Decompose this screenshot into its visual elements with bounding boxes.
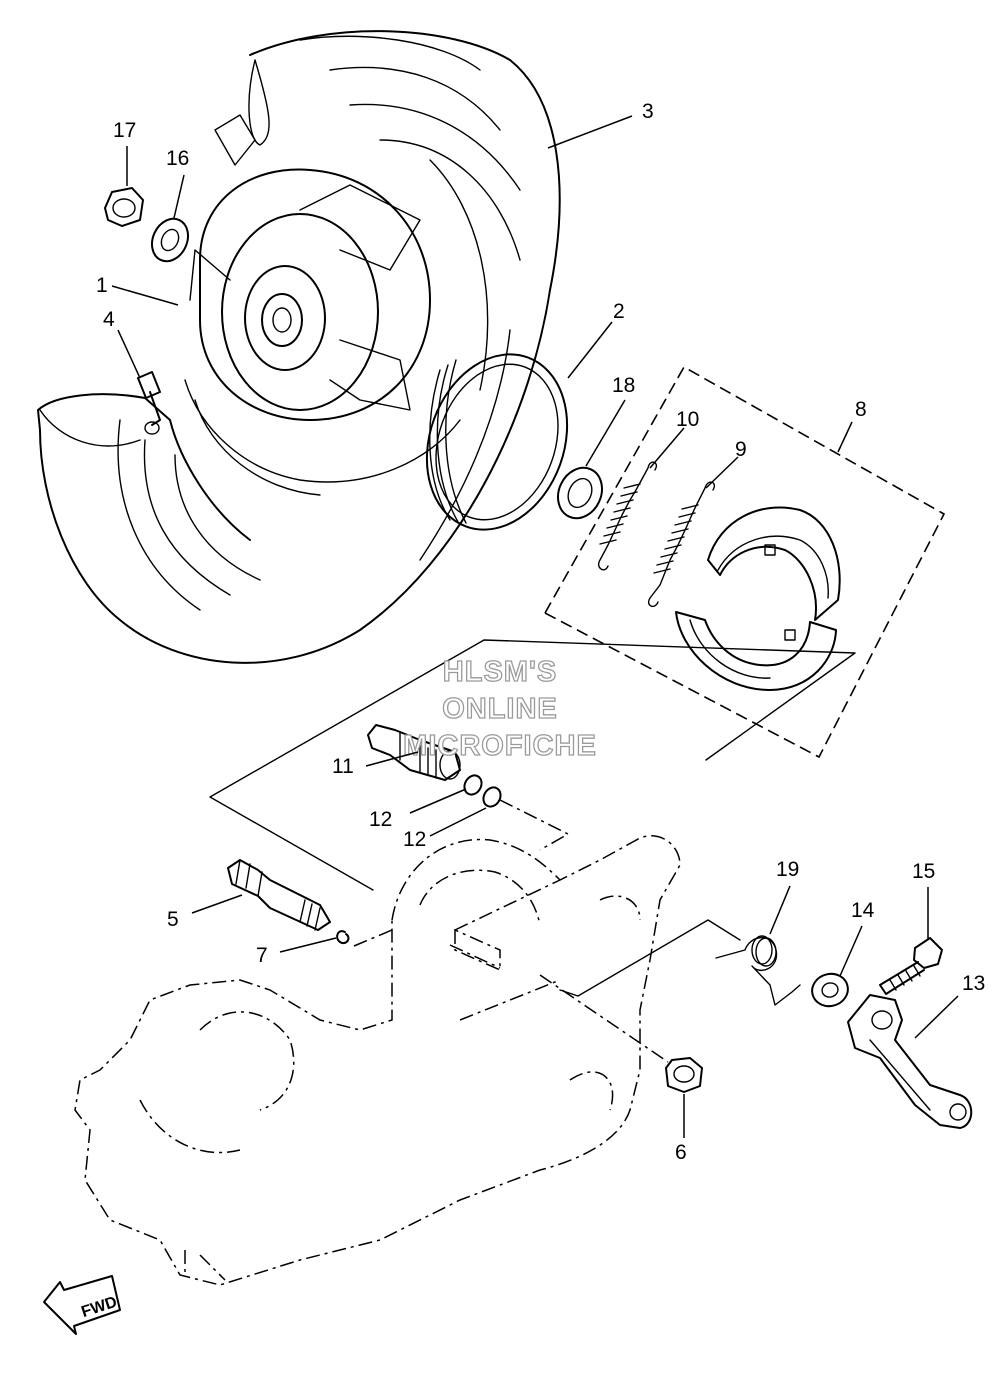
callout-4: 4 <box>103 308 115 331</box>
camshaft-group-box <box>209 639 856 891</box>
callout-17: 17 <box>113 119 136 142</box>
circlip-7 <box>336 930 350 944</box>
spring-9 <box>648 481 715 608</box>
brake-lever-13 <box>847 994 973 1129</box>
callout-10: 10 <box>676 408 699 431</box>
callout-19: 19 <box>776 858 799 881</box>
drum-ring <box>425 353 569 531</box>
watermark-line-2: ONLINE <box>442 693 558 725</box>
spring-10 <box>598 461 657 571</box>
callout-1: 1 <box>96 274 108 297</box>
valve-4 <box>137 371 161 435</box>
bolt-15 <box>879 937 943 995</box>
callout-12b: 12 <box>403 828 426 851</box>
brake-shoe-group-box <box>543 365 946 759</box>
washer-14 <box>811 972 849 1008</box>
watermark: HLSM'S ONLINE MICROFICHE <box>403 655 597 762</box>
watermark-line-1: HLSM'S <box>443 656 557 688</box>
callout-14: 14 <box>851 899 875 922</box>
callout-5: 5 <box>167 908 179 931</box>
callout-15: 15 <box>912 860 935 883</box>
axle-shaft-5 <box>227 859 331 931</box>
engine-case <box>74 835 681 1286</box>
callout-18: 18 <box>612 374 635 397</box>
callout-8: 8 <box>855 398 867 421</box>
callout-7: 7 <box>256 944 268 967</box>
callout-9: 9 <box>735 438 747 461</box>
washer-16 <box>151 217 189 263</box>
camshaft-11 <box>367 724 461 781</box>
oil-seal <box>557 466 603 520</box>
callout-numbers: 1 2 3 4 5 6 7 8 9 10 11 12 12 13 14 15 1… <box>96 100 985 1164</box>
callout-3: 3 <box>642 100 654 123</box>
callout-11: 11 <box>332 755 354 778</box>
leader-lines <box>111 115 959 1138</box>
nut-17 <box>104 187 144 227</box>
o-ring-12b <box>482 786 502 808</box>
o-ring-12a <box>463 774 483 796</box>
callout-13: 13 <box>962 972 985 995</box>
watermark-line-3: MICROFICHE <box>403 730 597 762</box>
fwd-arrow: FWD <box>43 1275 121 1335</box>
nut-6 <box>665 1057 703 1093</box>
callout-12a: 12 <box>369 808 392 831</box>
callout-2: 2 <box>613 300 625 323</box>
tire <box>37 30 561 664</box>
callout-16: 16 <box>166 147 189 170</box>
wheel <box>184 168 461 496</box>
spring-19 <box>715 935 801 1006</box>
brake-shoes <box>675 506 841 691</box>
callout-6: 6 <box>675 1141 687 1164</box>
